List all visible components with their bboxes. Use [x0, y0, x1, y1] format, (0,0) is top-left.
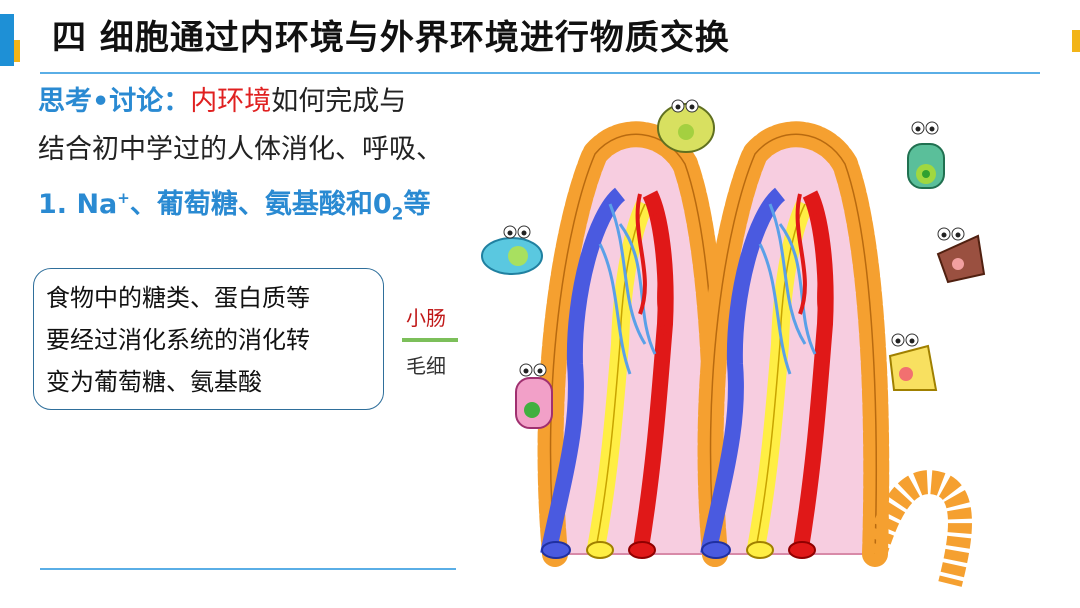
cell-character-right-mid [936, 227, 986, 284]
bottom-divider [40, 568, 456, 570]
discussion-prefix: 思考•讨论： [38, 86, 191, 117]
header-accent-bar [0, 14, 22, 66]
capillary-label: 毛细 [406, 354, 446, 378]
villus-left [537, 121, 730, 567]
item-1-sup: + [117, 189, 130, 207]
small-intestine-label: 小肠 [406, 306, 446, 330]
header-divider [40, 72, 1040, 74]
villus-right [697, 121, 890, 567]
cell-character-left-low [515, 363, 553, 429]
food-box-line-3: 变为葡萄糖、氨基酸 [46, 368, 262, 396]
process-arrow-line [402, 338, 458, 342]
discussion-line-3: 1. Na+、葡萄糖、氨基酸和02等 [38, 178, 430, 220]
epithelium-tail [863, 470, 972, 587]
header-accent-blue [0, 14, 14, 66]
food-box-line-1: 食物中的糖类、蛋白质等 [46, 284, 310, 312]
discussion-question: 如何完成与 [271, 86, 407, 117]
discussion-line-2: 结合初中学过的人体消化、呼吸、 [38, 134, 443, 165]
page-title: 四 细胞通过内环境与外界环境进行物质交换 [52, 18, 730, 58]
inner-environment-term: 内环境 [190, 86, 272, 117]
item-1-b: 、葡萄糖、氨基酸和0 [129, 189, 392, 220]
cell-character-right-low [888, 333, 938, 391]
item-1-c: 等 [403, 189, 431, 220]
cell-character-top [657, 99, 715, 153]
process-label: 小肠 毛细 [402, 296, 458, 382]
discussion-text: 思考•讨论：内环境如何完成与 结合初中学过的人体消化、呼吸、 1. Na+、葡萄… [38, 80, 458, 220]
cell-character-left [481, 225, 543, 275]
right-edge-accent [1072, 30, 1080, 52]
discussion-line-1: 思考•讨论：内环境如何完成与 [38, 82, 406, 122]
item-1-a: 1. Na [38, 189, 118, 220]
item-1-sub: 2 [391, 204, 404, 220]
header-accent-yellow [14, 40, 20, 62]
villi-illustration [481, 99, 986, 587]
food-digestion-box: 食物中的糖类、蛋白质等 要经过消化系统的消化转 变为葡萄糖、氨基酸 [33, 268, 384, 410]
cell-character-right-top [907, 121, 945, 189]
food-box-line-2: 要经过消化系统的消化转 [46, 326, 310, 354]
